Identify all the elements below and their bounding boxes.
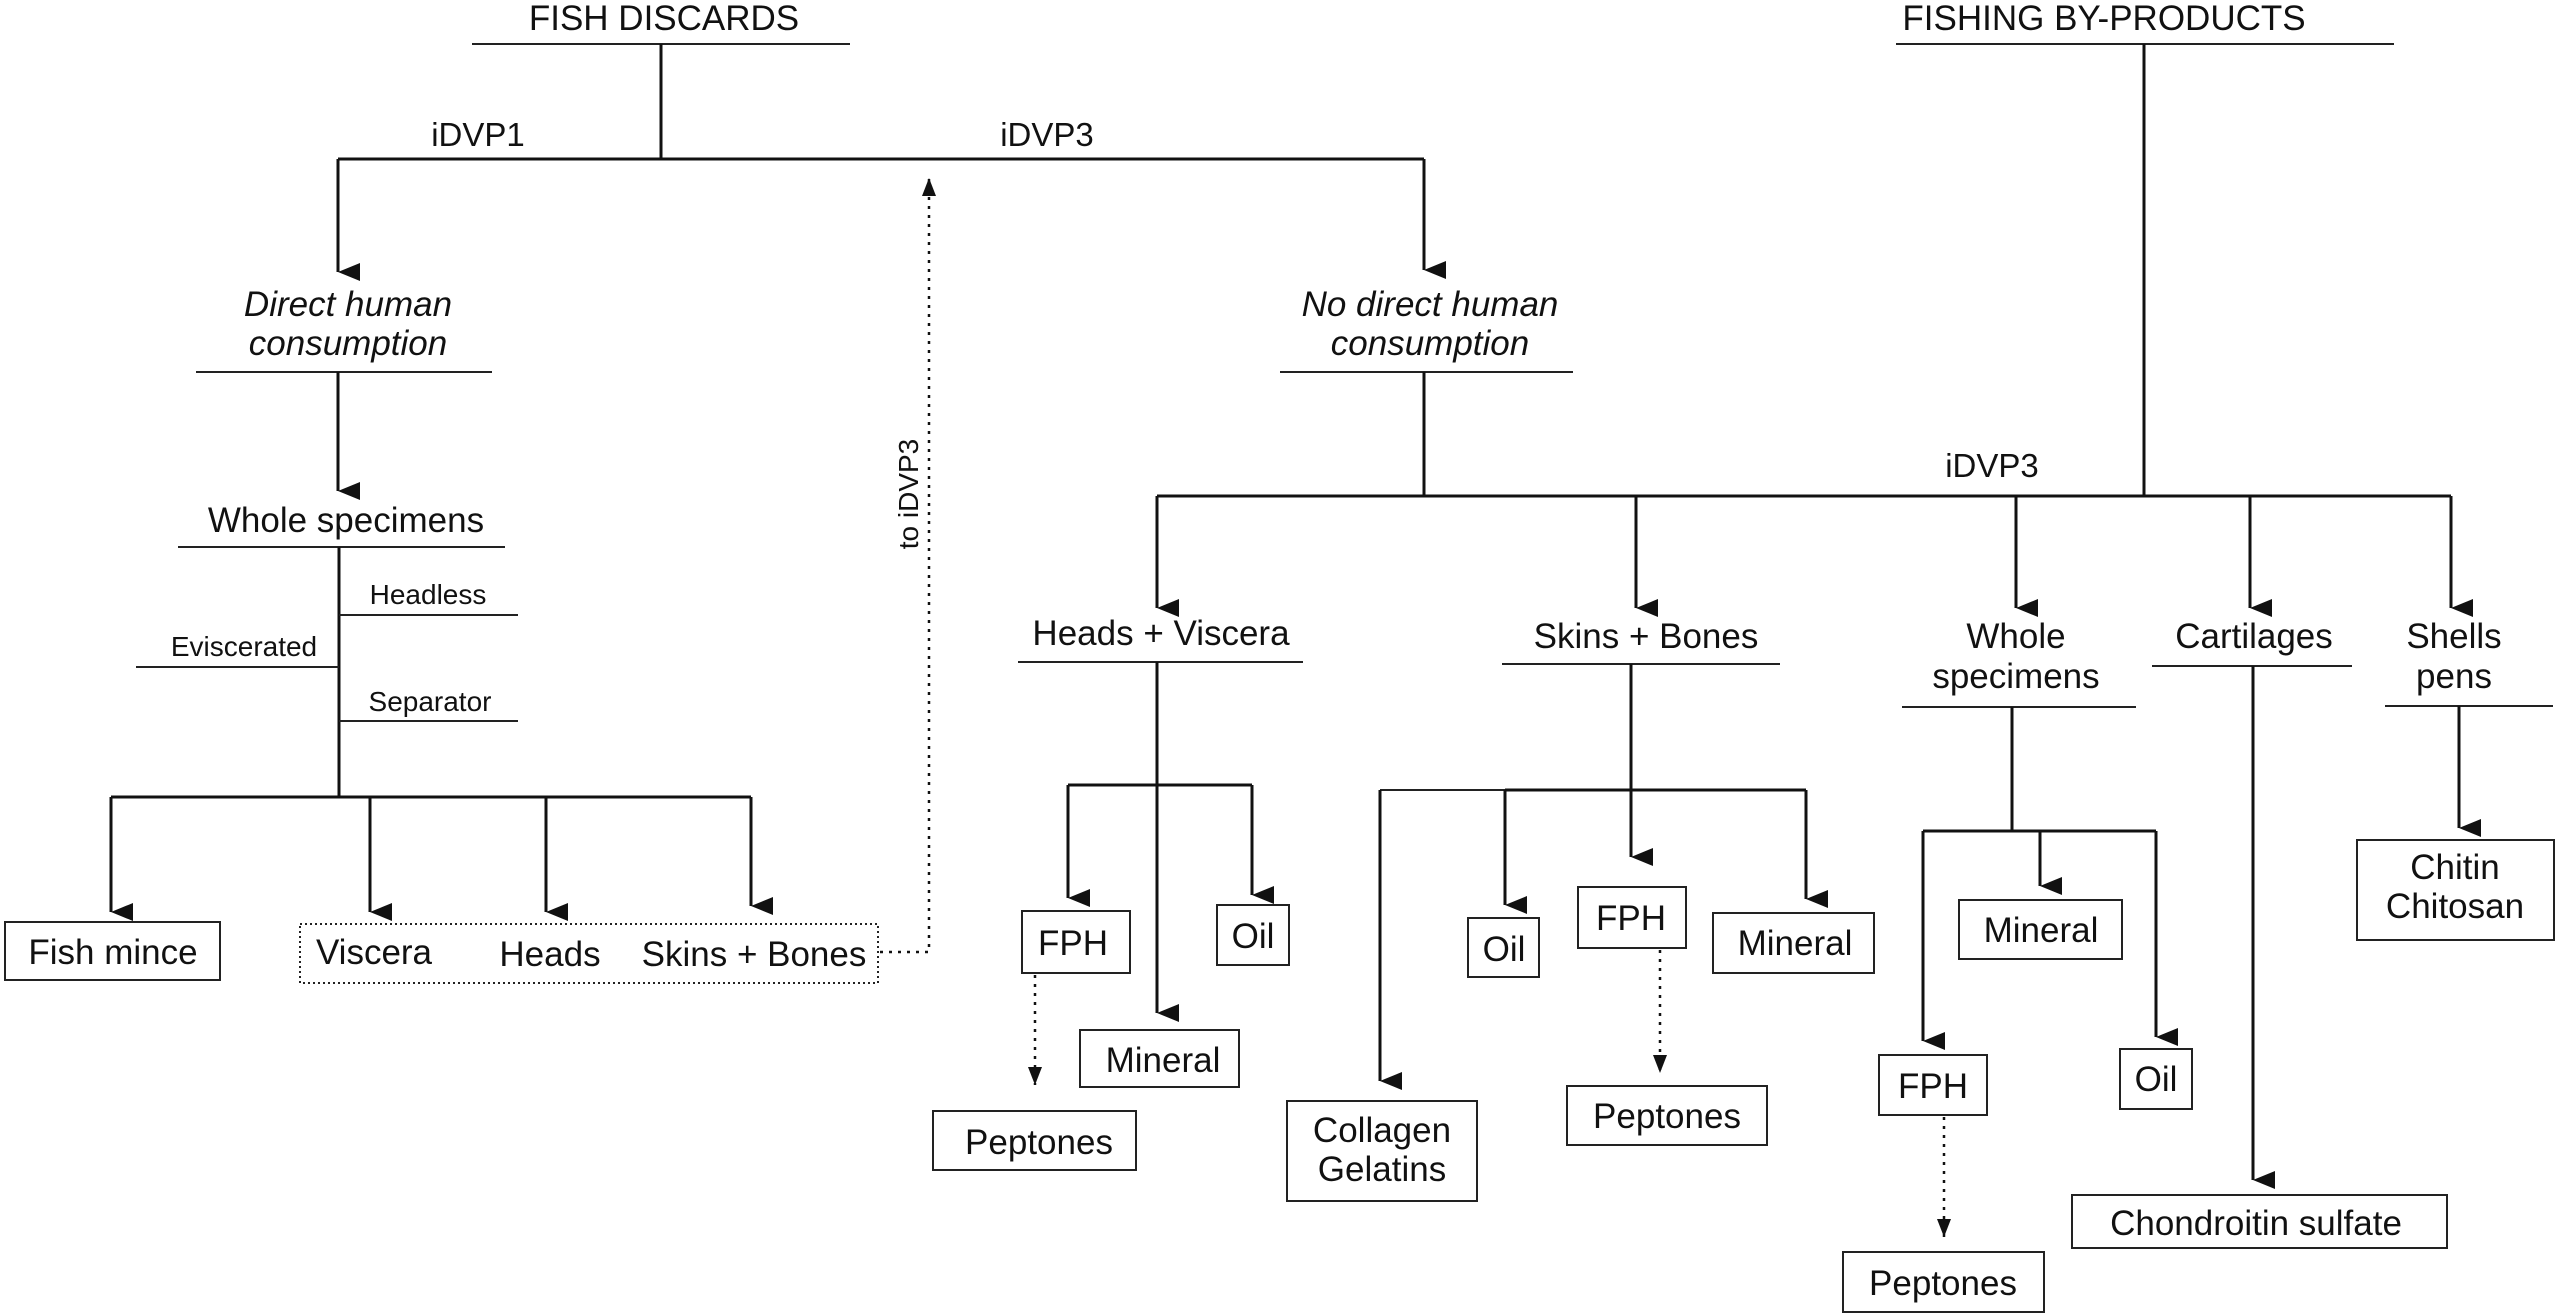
chitin-line1: Chitin: [2410, 848, 2499, 887]
cartilages-title: Cartilages: [2175, 617, 2333, 656]
sb-oil-label: Oil: [1483, 930, 1526, 969]
idvp1-label: iDVP1: [431, 116, 525, 153]
fish-mince-box: [4, 921, 221, 981]
ws-mineral-box: [1958, 899, 2123, 960]
no-direct-consumption-line2: consumption: [1331, 324, 1529, 363]
no-direct-consumption-line1: No direct human: [1302, 285, 1559, 324]
headless-label: Headless: [370, 579, 487, 610]
hv-mineral-box: [1079, 1029, 1240, 1088]
ws-fph-label: FPH: [1898, 1067, 1968, 1106]
sb-collagen-line2: Gelatins: [1318, 1150, 1446, 1189]
hv-peptones-box: [932, 1110, 1137, 1171]
heads-viscera-title: Heads + Viscera: [1032, 614, 1290, 653]
ws-oil-label: Oil: [2135, 1060, 2178, 1099]
sb-peptones-box: [1566, 1085, 1768, 1146]
ws-mineral-label: Mineral: [1984, 911, 2099, 950]
idvp3-right-label: iDVP3: [1945, 447, 2039, 484]
chondroitin-label: Chondroitin sulfate: [2110, 1204, 2402, 1243]
shells-title-line2: pens: [2416, 657, 2492, 696]
shells-title-line1: Shells: [2406, 617, 2501, 656]
sb-peptones-label: Peptones: [1593, 1097, 1741, 1136]
skins-bones-left-label: Skins + Bones: [642, 935, 867, 974]
direct-consumption-line2: consumption: [249, 324, 447, 363]
hv-peptones-label: Peptones: [965, 1123, 1113, 1162]
idvp3-top-label: iDVP3: [1000, 116, 1094, 153]
to-idvp3-label: to iDVP3: [893, 439, 924, 550]
viscera-label: Viscera: [316, 933, 433, 972]
left-byproducts-box: [299, 923, 879, 984]
to-idvp3-dotted-path: [880, 178, 936, 954]
separator-label: Separator: [369, 686, 492, 717]
ws-fph-box: [1878, 1054, 1988, 1116]
hv-oil-label: Oil: [1232, 917, 1275, 956]
chondroitin-box: [2071, 1194, 2448, 1249]
hv-mineral-label: Mineral: [1106, 1041, 1221, 1080]
whole-specimens-right-line2: specimens: [1932, 657, 2099, 696]
whole-specimens-left: Whole specimens: [208, 501, 484, 540]
ws-peptones-label: Peptones: [1869, 1264, 2017, 1303]
chitin-line2: Chitosan: [2386, 887, 2524, 926]
fishing-byproducts-header: FISHING BY-PRODUCTS: [1902, 0, 2305, 38]
ws-oil-box: [2119, 1048, 2193, 1110]
sb-mineral-label: Mineral: [1738, 924, 1853, 963]
sb-fph-box: [1577, 886, 1687, 949]
heads-label: Heads: [499, 935, 600, 974]
fish-mince-label: Fish mince: [28, 933, 197, 972]
whole-specimens-right-line1: Whole: [1966, 617, 2065, 656]
skins-bones-title: Skins + Bones: [1534, 617, 1759, 656]
sb-fph-label: FPH: [1596, 899, 1666, 938]
sb-oil-box: [1467, 917, 1540, 978]
sb-collagen-box: [1286, 1100, 1478, 1202]
hv-oil-box: [1216, 904, 1290, 966]
sb-collagen-line1: Collagen: [1313, 1111, 1451, 1150]
hv-fph-box: [1021, 910, 1131, 974]
chitin-box: [2356, 839, 2555, 941]
fish-discards-header: FISH DISCARDS: [529, 0, 799, 38]
eviscerated-label: Eviscerated: [171, 631, 317, 662]
sb-mineral-box: [1712, 912, 1875, 974]
hv-fph-label: FPH: [1038, 924, 1108, 963]
ws-peptones-box: [1842, 1251, 2045, 1313]
direct-consumption-line1: Direct human: [244, 285, 452, 324]
